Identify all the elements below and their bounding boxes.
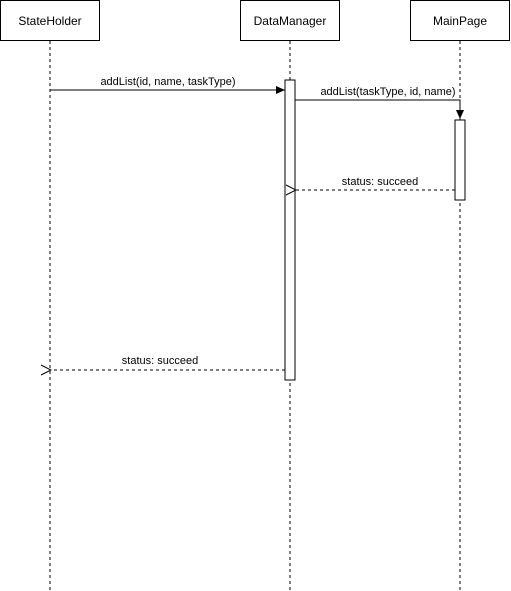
- message-label-4: status: succeed: [122, 355, 198, 367]
- participant-mainpage: MainPage: [410, 0, 510, 41]
- participant-datamanager: DataManager: [240, 0, 340, 41]
- message-label-3: status: succeed: [342, 176, 418, 188]
- participant-stateholder: StateHolder: [0, 0, 100, 41]
- message-arrow-2: [295, 99, 464, 119]
- participant-label: MainPage: [432, 13, 488, 28]
- participant-label: StateHolder: [18, 13, 82, 28]
- message-label-2: addList(taskType, id, name): [320, 86, 455, 98]
- activation-datamanager: [284, 79, 296, 381]
- message-label-1: addList(id, name, taskType): [100, 76, 235, 88]
- participant-label: DataManager: [253, 13, 327, 28]
- activation-mainpage: [454, 119, 466, 201]
